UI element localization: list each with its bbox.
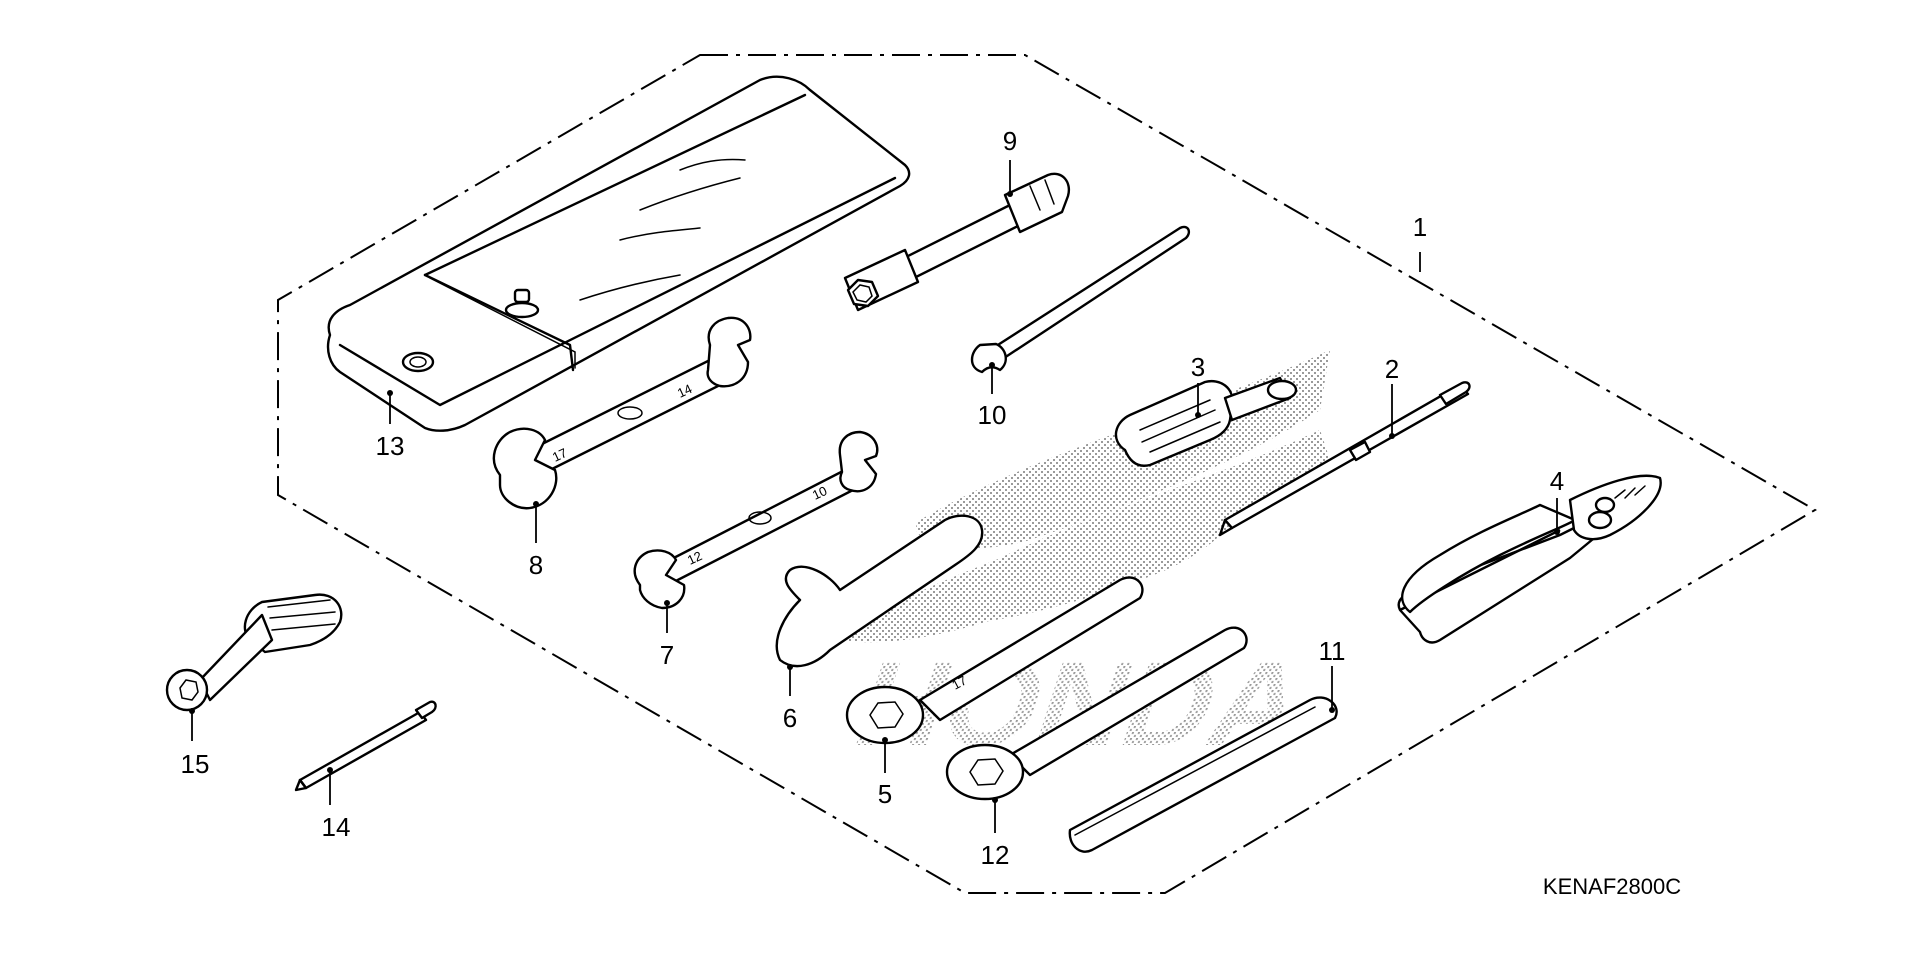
screwdriver-bit <box>294 700 437 792</box>
wrench-17-mark: 17 <box>550 445 569 465</box>
callout-leaders <box>189 160 1560 833</box>
screwdriver-grip <box>165 593 343 712</box>
callout-4: 4 <box>1550 466 1564 496</box>
callout-10: 10 <box>978 400 1007 430</box>
callout-9: 9 <box>1003 126 1017 156</box>
screwdriver-shaft <box>1218 381 1471 537</box>
callout-14: 14 <box>322 812 351 842</box>
callout-6: 6 <box>783 703 797 733</box>
screwdriver-handle <box>1114 376 1298 467</box>
callout-2: 2 <box>1385 354 1399 384</box>
small-wrench <box>970 225 1191 374</box>
callout-11: 11 <box>1319 636 1346 666</box>
ring-wrench-17: 17 <box>845 576 1144 745</box>
wrench-12-10: 12 10 <box>633 430 879 610</box>
wrench-10-mark: 10 <box>810 483 829 503</box>
box-spanner <box>843 172 1071 312</box>
extension-bar <box>1068 696 1338 853</box>
callout-13: 13 <box>376 431 405 461</box>
wrench-12-mark: 12 <box>685 548 704 568</box>
callout-7: 7 <box>660 640 674 670</box>
callout-1: 1 <box>1413 212 1427 242</box>
ring-wrench-24 <box>945 626 1248 801</box>
ring-17-mark: 17 <box>949 673 969 693</box>
callout-15: 15 <box>181 749 210 779</box>
tool-bag <box>326 75 911 432</box>
wrench-17-14: 17 14 <box>492 316 752 510</box>
callout-labels: 1 2 3 4 5 6 7 8 9 10 11 12 13 14 15 <box>181 126 1565 870</box>
hook-spanner <box>775 514 984 668</box>
callout-3: 3 <box>1191 352 1205 382</box>
callout-8: 8 <box>529 550 543 580</box>
toolkit-boundary <box>277 54 1817 894</box>
snap-button <box>401 351 435 373</box>
wrench-14-mark: 14 <box>675 381 694 401</box>
callout-5: 5 <box>878 779 892 809</box>
callout-12: 12 <box>981 840 1010 870</box>
diagram-code: KENAF2800C <box>1543 874 1681 899</box>
pliers <box>1397 474 1662 644</box>
